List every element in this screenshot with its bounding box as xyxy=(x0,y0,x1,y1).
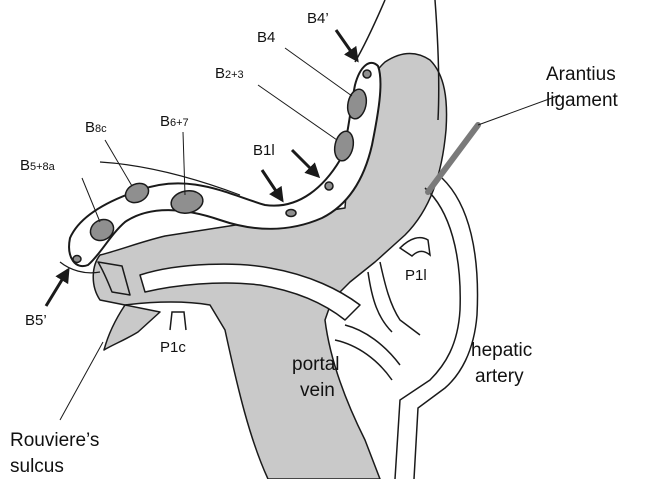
label-portal: portal xyxy=(292,354,340,375)
p1l-branch xyxy=(400,238,430,256)
portal-vein-tissue xyxy=(93,53,446,479)
lumen-b4-prime xyxy=(363,70,371,78)
label-rouviere: Rouviere’s xyxy=(10,430,99,451)
arantius-ligament xyxy=(428,95,560,192)
label-b1l: B1l xyxy=(253,142,275,159)
arrow-b1l-lower xyxy=(262,170,282,200)
label-b5-8a: B5+8a xyxy=(20,157,56,174)
label-b4: B4 xyxy=(257,29,275,46)
label-p1l: P1l xyxy=(405,267,427,284)
label-b4-prime: B4’ xyxy=(307,10,329,27)
label-artery: artery xyxy=(475,366,524,387)
lumen-b1l-upper xyxy=(325,182,333,190)
label-b8c: B8c xyxy=(85,119,107,136)
p1c-branch xyxy=(170,312,186,330)
label-ligament: ligament xyxy=(546,90,619,111)
label-vein: vein xyxy=(300,380,335,401)
lumen-b1l-lower xyxy=(286,210,296,217)
arrow-b4-prime xyxy=(336,30,357,60)
label-b5-prime: B5’ xyxy=(25,312,47,329)
label-arantius: Arantius xyxy=(546,64,616,85)
label-sulcus: sulcus xyxy=(10,456,64,477)
label-hepatic: hepatic xyxy=(471,340,532,361)
arrow-b5-prime xyxy=(46,270,68,306)
label-b6-7: B6+7 xyxy=(160,113,189,130)
label-b2-3: B2+3 xyxy=(215,65,244,82)
arrow-b1l-upper xyxy=(292,150,318,176)
label-p1c: P1c xyxy=(160,339,186,356)
lumen-b5-prime xyxy=(73,256,81,263)
